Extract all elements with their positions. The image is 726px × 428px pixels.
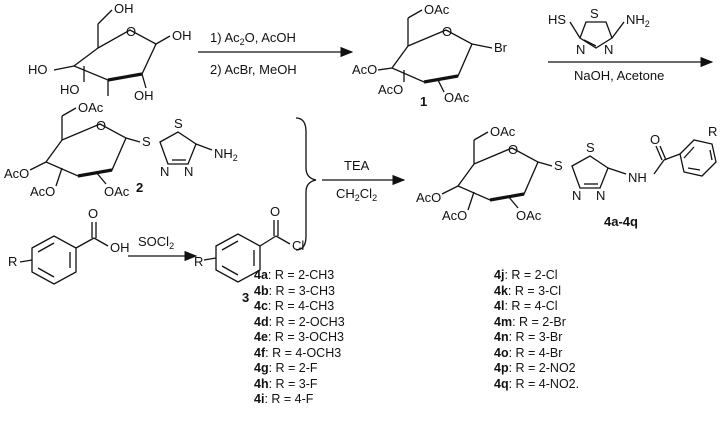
compound-2-label: 2 [136, 180, 143, 195]
glucose-ring-o: O [126, 24, 136, 39]
reagent-hs: HS [548, 12, 566, 27]
glucose-oh-6: OH [114, 1, 134, 16]
aminothiadiazolethiol-structure [569, 21, 625, 49]
list-item: 4q: R = 4-NO2. [494, 376, 580, 391]
list-item: 4a: R = 2-CH3 [254, 268, 335, 282]
glucose-oh-1: OH [172, 28, 192, 43]
c2-aco-3: AcO [30, 184, 55, 199]
c4-s-link: S [554, 158, 563, 173]
list-item: 4n: R = 3-Br [494, 330, 563, 344]
reactant-brace [295, 117, 317, 251]
c2-oac-6: OAc [78, 100, 104, 115]
c2-nh2: NH2 [214, 146, 238, 163]
step3-reagent: SOCl2 [138, 234, 174, 251]
step1-condition-bottom: 2) AcBr, MeOH [210, 62, 297, 77]
list-item: 4o: R = 4-Br [494, 345, 563, 360]
list-item: 4k: R = 3-Cl [494, 283, 562, 298]
compound-4-structure [441, 131, 717, 211]
c1-oac-2: OAc [444, 90, 470, 105]
list-item: 4p: R = 2-NO2 [494, 361, 576, 375]
list-item: 4c: R = 4-CH3 [254, 299, 335, 313]
c3-o: O [270, 204, 280, 219]
benzoic-acid-structure [19, 222, 109, 285]
glucose-ho-4: HO [28, 62, 48, 77]
step2-condition: NaOH, Acetone [574, 68, 664, 83]
glucose-structure [53, 9, 171, 96]
benzoic-o: O [88, 206, 98, 221]
list-item: 4i: R = 4-F [254, 392, 314, 406]
compound-3-label: 3 [242, 290, 249, 305]
c4-nh: NH [628, 170, 647, 185]
compound-4-label: 4a-4q [604, 214, 638, 229]
list-item: 4j: R = 2-Cl [494, 268, 558, 282]
c4-oac-2: OAc [516, 208, 542, 223]
benzoic-oh: OH [110, 240, 130, 255]
c2-n-right: N [184, 164, 193, 179]
reagent-s: S [590, 6, 599, 21]
c4-aco-3: AcO [442, 208, 467, 223]
list-item: 4m: R = 2-Br [494, 314, 566, 329]
step4-condition-top: TEA [344, 158, 370, 173]
c2-oac-2: OAc [104, 184, 130, 199]
step4-condition-bottom: CH2Cl2 [336, 186, 377, 203]
c4-s-ring: S [586, 140, 595, 155]
c2-ring-o: O [96, 118, 106, 133]
list-item: 4b: R = 3-CH3 [254, 283, 335, 298]
glucose-oh-2: OH [134, 88, 154, 103]
c1-oac-6: OAc [424, 2, 450, 17]
reagent-n-right: N [604, 42, 613, 57]
c2-aco-4: AcO [4, 166, 29, 181]
list-item: 4g: R = 2-F [254, 361, 318, 375]
c4-r: R [708, 124, 717, 139]
c2-n-left: N [160, 164, 169, 179]
c4-oac-6: OAc [490, 124, 516, 139]
c1-aco-4: AcO [352, 62, 377, 77]
glucose-ho-3: HO [60, 82, 80, 97]
c1-ring-o: O [442, 24, 452, 39]
list-item: 4f: R = 4-OCH3 [254, 345, 342, 360]
reagent-n-left: N [576, 42, 585, 57]
compound-1-label: 1 [420, 94, 427, 109]
list-item: 4h: R = 3-F [254, 376, 318, 391]
list-item: 4l: R = 4-Cl [494, 299, 558, 313]
c1-br: Br [494, 40, 508, 55]
c4-n-right: N [596, 188, 605, 203]
c3-r: R [194, 254, 203, 269]
c1-aco-3: AcO [378, 82, 403, 97]
c4-aco-4: AcO [416, 190, 441, 205]
c2-s-ring: S [174, 116, 183, 131]
c4-ring-o: O [508, 142, 518, 157]
substituent-list-left: 4a: R = 2-CH3 4b: R = 3-CH3 4c: R = 4-CH… [254, 268, 345, 408]
reagent-nh2: NH2 [626, 12, 650, 29]
c2-s-link: S [142, 134, 151, 149]
benzoic-r: R [8, 254, 17, 269]
compound-1-structure [377, 9, 493, 93]
c4-n-left: N [572, 188, 581, 203]
list-item: 4d: R = 2-OCH3 [254, 314, 345, 329]
substituent-list-right: 4j: R = 2-Cl 4k: R = 3-Cl 4l: R = 4-Cl 4… [494, 268, 579, 392]
compound-2-structure [29, 107, 213, 187]
c4-carbonyl-o: O [650, 132, 660, 147]
compound-3-structure [203, 220, 291, 283]
list-item: 4e: R = 3-OCH3 [254, 330, 344, 344]
c3-cl: Cl [292, 238, 304, 253]
step1-condition-top: 1) Ac2O, AcOH [210, 30, 296, 47]
